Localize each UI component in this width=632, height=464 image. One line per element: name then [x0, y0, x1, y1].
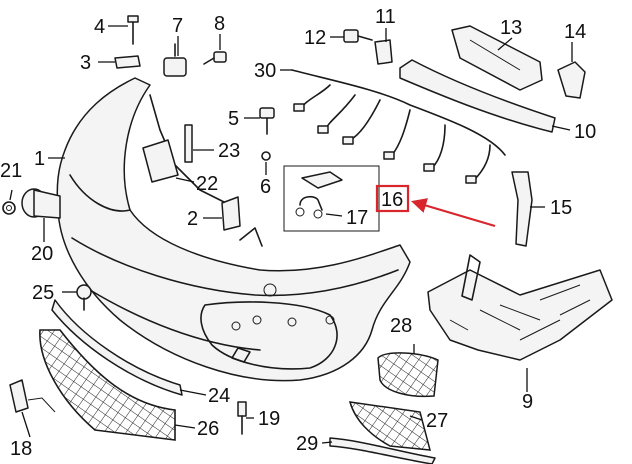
callout-20: 20 — [31, 243, 53, 265]
highlight-16 — [375, 184, 496, 228]
callout-9: 9 — [522, 391, 533, 413]
callout-17: 17 — [346, 207, 368, 229]
callout-3: 3 — [80, 52, 91, 74]
chrome-trim — [329, 437, 436, 464]
callout-16: 16 — [381, 189, 403, 211]
callout-23: 23 — [218, 140, 240, 162]
clip-11 — [374, 39, 393, 65]
sensor-harness — [291, 69, 506, 184]
grommet-7 — [163, 43, 187, 77]
mounting-strap — [184, 124, 193, 163]
small-bracket — [557, 61, 586, 99]
upper-bracket — [451, 25, 543, 91]
callout-4: 4 — [94, 16, 105, 38]
sensor-ring — [2, 201, 16, 215]
callout-29: 29 — [296, 433, 318, 455]
callout-26: 26 — [197, 418, 219, 440]
callout-5: 5 — [228, 108, 239, 130]
callout-18: 18 — [10, 438, 32, 460]
bumper-cover — [56, 77, 411, 382]
callout-12: 12 — [304, 27, 326, 49]
sensor-bracket-inset — [283, 165, 380, 232]
screw-8 — [203, 51, 227, 65]
clip-3 — [114, 55, 141, 69]
callout-22: 22 — [196, 173, 218, 195]
callout-14: 14 — [564, 21, 586, 43]
callout-10: 10 — [574, 121, 596, 143]
callout-27: 27 — [426, 410, 448, 432]
callout-labels: 4 3 7 8 12 11 13 14 30 5 10 1 23 21 6 22… — [0, 6, 596, 460]
side-bracket — [511, 171, 533, 247]
callout-28: 28 — [390, 315, 412, 337]
callout-21: 21 — [0, 160, 22, 182]
bracket-2 — [221, 196, 241, 231]
callout-30: 30 — [254, 60, 276, 82]
nut-6 — [261, 151, 271, 161]
callout-13: 13 — [500, 17, 522, 39]
parking-sensor — [21, 188, 61, 219]
callout-1: 1 — [34, 148, 45, 170]
callout-19: 19 — [258, 408, 280, 430]
callout-6: 6 — [260, 176, 271, 198]
side-grille — [348, 401, 432, 451]
callout-2: 2 — [187, 208, 198, 230]
lower-grille — [39, 329, 176, 441]
leader-lines — [9, 25, 573, 444]
callout-15: 15 — [550, 197, 572, 219]
lower-trim-strip — [51, 299, 183, 396]
callout-25: 25 — [32, 282, 54, 304]
callout-11: 11 — [375, 6, 396, 28]
callout-7: 7 — [172, 15, 183, 37]
callout-24: 24 — [208, 385, 230, 407]
fog-grille — [377, 352, 439, 398]
clip-25 — [76, 284, 92, 311]
bolt-4 — [127, 15, 139, 45]
control-module — [142, 139, 179, 183]
upper-absorber-bar — [399, 59, 556, 133]
bumper-reinforcement — [427, 254, 613, 361]
bolt-12 — [343, 29, 373, 43]
callout-8: 8 — [214, 13, 225, 35]
side-trim — [9, 379, 56, 413]
screw-5 — [259, 107, 275, 135]
stud-19 — [237, 401, 247, 435]
